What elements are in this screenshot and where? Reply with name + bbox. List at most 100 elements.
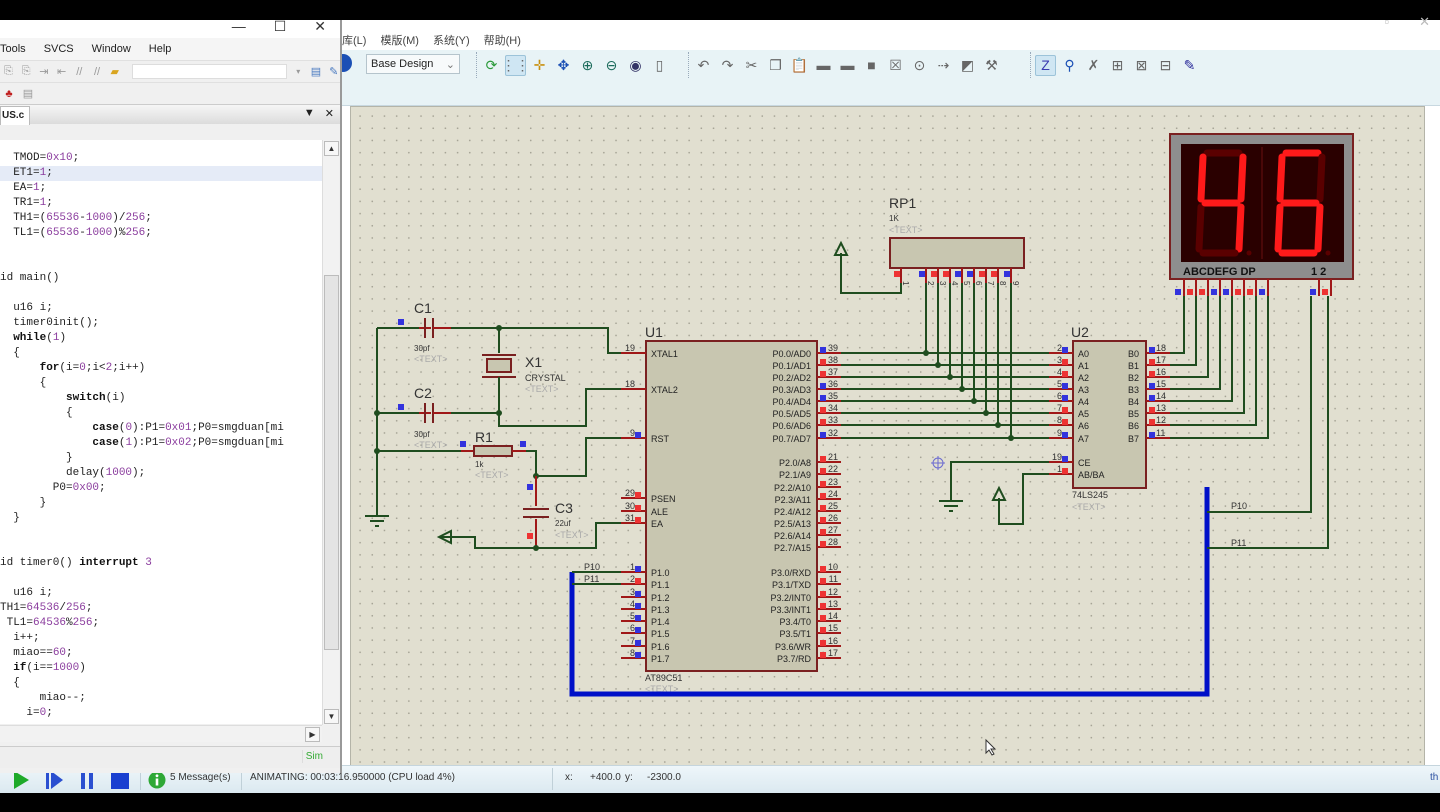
search-icon[interactable]: ⚲: [1064, 56, 1075, 73]
unindent-icon[interactable]: ⇤: [56, 66, 67, 78]
bus-wire[interactable]: [569, 487, 1210, 697]
code-line[interactable]: [0, 286, 322, 301]
zoom-in-icon[interactable]: ⊕: [581, 56, 594, 73]
code-line[interactable]: EA=1;: [0, 182, 47, 194]
design-variant-select[interactable]: Base Design ⌄: [366, 54, 460, 74]
dropdown-icon[interactable]: ▾: [296, 67, 301, 76]
code-line[interactable]: delay(1000);: [0, 467, 146, 479]
code-line[interactable]: id main(): [0, 272, 60, 284]
code-line[interactable]: [0, 256, 322, 271]
pan-icon[interactable]: ✥: [557, 56, 570, 73]
wire-segment-2[interactable]: [1170, 296, 1209, 378]
scroll-right-icon[interactable]: ▶: [305, 727, 320, 742]
uncomment-icon[interactable]: //: [93, 65, 101, 78]
zoom-all-icon[interactable]: ◉: [629, 56, 642, 73]
copy-icon[interactable]: ❐: [769, 56, 782, 73]
code-line[interactable]: }: [0, 512, 20, 524]
code-line[interactable]: ET1=1;: [0, 166, 322, 181]
decompose-icon[interactable]: ⚒: [985, 56, 998, 73]
packaging-icon[interactable]: ◩: [960, 56, 975, 73]
code-line[interactable]: switch(i): [66, 392, 126, 404]
horizontal-scrollbar[interactable]: ▶: [0, 725, 322, 742]
new-sheet-icon[interactable]: ⊞: [1111, 56, 1124, 73]
code-line[interactable]: u16 i;: [0, 302, 53, 314]
code-line[interactable]: if(i==1000): [13, 662, 86, 674]
code-line[interactable]: u16 i;: [0, 587, 53, 599]
menu-template[interactable]: 模版(M): [380, 35, 419, 47]
code-line[interactable]: P0=0x00;: [0, 482, 106, 494]
scroll-up-icon[interactable]: ▲: [324, 141, 339, 156]
vertical-scrollbar[interactable]: ▲ ▼: [322, 140, 339, 725]
restore-icon[interactable]: ▫: [1384, 14, 1390, 29]
block-copy-icon[interactable]: ▬: [816, 57, 831, 73]
tab-source-file[interactable]: US.c: [0, 106, 30, 125]
wire-p11-display[interactable]: [1207, 296, 1329, 549]
close-tab-icon[interactable]: ✕: [324, 108, 334, 120]
block-delete-icon[interactable]: ☒: [889, 56, 902, 73]
grid-icon[interactable]: ⋮⋮: [502, 54, 530, 76]
play-icon[interactable]: [10, 769, 32, 791]
exit-to-parent-icon[interactable]: ⊟: [1159, 56, 1172, 73]
wire-xtal1[interactable]: [451, 327, 646, 354]
menu-help[interactable]: Help: [148, 43, 172, 55]
code-line[interactable]: {: [0, 377, 47, 389]
code-line[interactable]: TMOD=0x10;: [0, 152, 80, 164]
code-line[interactable]: }: [0, 452, 73, 464]
wire-segment-3[interactable]: [1170, 296, 1221, 390]
code-line[interactable]: i++;: [0, 632, 40, 644]
code-line[interactable]: TR1=1;: [0, 197, 53, 209]
bookmark-next-icon[interactable]: ⎘: [21, 65, 31, 77]
wire-rp1-common[interactable]: [840, 253, 902, 294]
menu-svcs[interactable]: SVCS: [43, 43, 74, 55]
tab-list-icon[interactable]: ▼: [303, 107, 315, 119]
code-line[interactable]: i=0;: [0, 707, 53, 719]
remove-sheet-icon[interactable]: ⊠: [1135, 56, 1148, 73]
code-line[interactable]: {: [0, 677, 20, 689]
paste-icon[interactable]: 📋: [790, 56, 809, 73]
code-line[interactable]: timer0init();: [0, 317, 100, 329]
code-line[interactable]: [0, 526, 322, 541]
bookmark-prev-icon[interactable]: ⎘: [3, 65, 13, 77]
schematic-drawing[interactable]: C130pf<TEXT>X1CRYSTAL<TEXT>C230pf<TEXT>R…: [351, 107, 1426, 767]
wire-segment-6[interactable]: [1170, 296, 1257, 426]
minimize-icon[interactable]: —: [231, 18, 246, 34]
code-line[interactable]: TL1=64536%256;: [0, 617, 100, 629]
menu-system[interactable]: 系统(Y): [432, 35, 470, 47]
wire-dir-power[interactable]: [998, 473, 1049, 525]
code-line[interactable]: case(0):P1=0x01;P0=smgduan[mi: [92, 422, 284, 434]
zoom-out-icon[interactable]: ⊖: [605, 56, 618, 73]
code-line[interactable]: miao--;: [0, 692, 86, 704]
wire-segment-0[interactable]: [1170, 296, 1185, 354]
menu-window[interactable]: Window: [91, 43, 131, 55]
messages-count[interactable]: 5 Message(s): [170, 772, 231, 783]
scrollbar-thumb[interactable]: [324, 275, 339, 650]
zoom-area-icon[interactable]: ▯: [655, 56, 664, 73]
code-line[interactable]: case(1):P1=0x02;P0=smgduan[mi: [92, 437, 284, 449]
menu-tools[interactable]: Tools: [0, 43, 26, 55]
code-line[interactable]: [0, 571, 322, 586]
wire-segment-5[interactable]: [1170, 296, 1245, 414]
code-line[interactable]: while(1): [13, 332, 67, 344]
code-line[interactable]: id timer0() interrupt 3: [0, 557, 152, 569]
cut-icon[interactable]: ✂: [745, 56, 758, 73]
debug-settings-icon[interactable]: ✎: [329, 66, 339, 78]
refresh-icon[interactable]: ⟳: [485, 56, 498, 73]
bom-icon[interactable]: ✎: [1183, 56, 1196, 73]
close-icon[interactable]: ✕: [1419, 14, 1430, 29]
wire-xtal2[interactable]: [498, 388, 646, 427]
wire-segment-7[interactable]: [1170, 296, 1269, 439]
code-line[interactable]: {: [0, 347, 20, 359]
origin-icon[interactable]: ✛: [533, 56, 546, 73]
wire-rst[interactable]: [526, 437, 646, 477]
wire-ce-ground[interactable]: [950, 461, 1049, 501]
code-editor[interactable]: TMOD=0x10; ET1=1; EA=1; TR1=1; TH1=(6553…: [0, 140, 322, 724]
code-line[interactable]: [0, 241, 322, 256]
wire-autorouter-icon[interactable]: Z: [1035, 54, 1056, 76]
find-in-files-icon[interactable]: ▤: [310, 66, 322, 78]
pick-device-icon[interactable]: ⊙: [913, 56, 926, 73]
code-line[interactable]: {: [0, 407, 73, 419]
stop-icon[interactable]: [109, 769, 131, 791]
open-folder-icon[interactable]: ▰: [110, 66, 119, 78]
undo-icon[interactable]: ↶: [697, 56, 710, 73]
